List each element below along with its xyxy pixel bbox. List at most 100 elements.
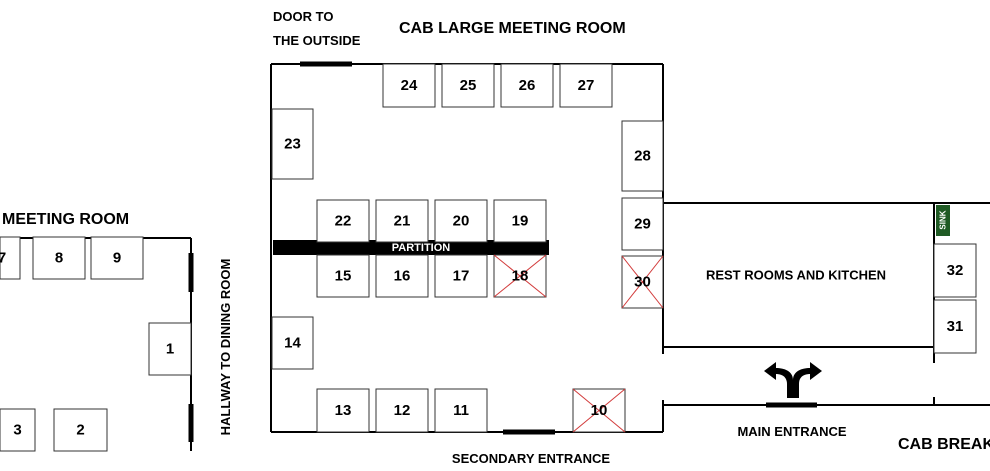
main-entrance-arrow-icon: [764, 362, 822, 398]
booth-17[interactable]: 17: [434, 254, 488, 298]
booth-8[interactable]: 8: [32, 236, 86, 280]
booth-box[interactable]: [434, 199, 488, 243]
sink: [936, 205, 950, 236]
partition-bar: [273, 240, 549, 255]
booth-12[interactable]: 12: [375, 388, 429, 433]
booth-box[interactable]: [434, 254, 488, 298]
left-meeting-room-title: MEETING ROOM: [2, 211, 129, 228]
booth-number: 14: [284, 335, 301, 352]
booth-20[interactable]: 20: [434, 199, 488, 243]
booth-13[interactable]: 13: [316, 388, 370, 433]
cab-break-label: CAB BREAK: [898, 436, 990, 453]
booth-number: 27: [578, 77, 595, 94]
door-outside-label-line2: THE OUTSIDE: [273, 33, 361, 48]
booth-number: 28: [634, 148, 651, 165]
booth-box[interactable]: [375, 199, 429, 243]
booth-box[interactable]: [500, 63, 554, 108]
booth-number: 21: [394, 213, 411, 230]
unavailable-x-mark: [572, 388, 626, 433]
booth-box[interactable]: [375, 388, 429, 433]
booth-box[interactable]: [382, 63, 436, 108]
unavailable-x-mark: [621, 255, 664, 309]
booth-28[interactable]: 28: [621, 120, 664, 192]
booth-9[interactable]: 9: [90, 236, 144, 280]
booth-number: 3: [13, 422, 21, 439]
door-outside-label-line1: DOOR TO: [273, 9, 333, 24]
booth-number: 1: [166, 341, 174, 358]
booth-number: 11: [453, 402, 469, 419]
booth-box[interactable]: [375, 254, 429, 298]
booth-number: 18: [512, 268, 529, 285]
booth-19[interactable]: 19: [493, 199, 547, 243]
booth-31[interactable]: 31: [933, 299, 977, 354]
booth-number: 10: [591, 402, 608, 419]
booth-box[interactable]: [493, 199, 547, 243]
booth-3[interactable]: 3: [0, 408, 36, 452]
booth-box[interactable]: [933, 243, 977, 298]
booth-1[interactable]: 1: [148, 322, 192, 376]
partition-label: PARTITION: [392, 242, 451, 254]
booth-box[interactable]: [316, 199, 370, 243]
booth-box[interactable]: [559, 63, 613, 108]
booth-box[interactable]: [148, 322, 192, 376]
booth-box[interactable]: [0, 408, 36, 452]
booth-box[interactable]: [316, 254, 370, 298]
booth-18[interactable]: 18: [493, 254, 547, 298]
booth-25[interactable]: 25: [441, 63, 495, 108]
booth-number: 30: [634, 274, 651, 291]
booth-number: 23: [284, 136, 301, 153]
booth-number: 2: [76, 422, 84, 439]
booth-21[interactable]: 21: [375, 199, 429, 243]
booth-number: 12: [394, 402, 411, 419]
booth-box[interactable]: [32, 236, 86, 280]
booth-number: 7: [0, 250, 6, 267]
booth-29[interactable]: 29: [621, 197, 664, 251]
booth-14[interactable]: 14: [271, 316, 314, 370]
booth-22[interactable]: 22: [316, 199, 370, 243]
booth-box[interactable]: [271, 108, 314, 180]
booth-11[interactable]: 11: [434, 388, 488, 433]
booth-2[interactable]: 2: [53, 408, 108, 452]
booth-box[interactable]: [0, 236, 21, 280]
booth-24[interactable]: 24: [382, 63, 436, 108]
secondary-entrance-label: SECONDARY ENTRANCE: [452, 451, 611, 466]
hallway-label: HALLWAY TO DINING ROOM: [218, 259, 233, 436]
booth-box[interactable]: [316, 388, 370, 433]
booth-number: 13: [335, 402, 352, 419]
booth-32[interactable]: 32: [933, 243, 977, 298]
booth-number: 24: [401, 77, 418, 94]
booth-26[interactable]: 26: [500, 63, 554, 108]
booth-number: 26: [519, 77, 536, 94]
booth-number: 25: [460, 77, 477, 94]
booth-23[interactable]: 23: [271, 108, 314, 180]
booth-number: 19: [512, 213, 529, 230]
sink-label: SINK: [939, 210, 948, 229]
booth-16[interactable]: 16: [375, 254, 429, 298]
booth-15[interactable]: 15: [316, 254, 370, 298]
main-entrance-label: MAIN ENTRANCE: [737, 424, 846, 439]
booth-number: 16: [394, 268, 411, 285]
booth-box[interactable]: [53, 408, 108, 452]
booth-number: 20: [453, 213, 470, 230]
booth-30[interactable]: 30: [621, 255, 664, 309]
booth-number: 31: [947, 318, 964, 335]
booth-number: 8: [55, 250, 63, 267]
booth-number: 29: [634, 216, 651, 233]
booth-10[interactable]: 10: [572, 388, 626, 433]
booth-box[interactable]: [271, 316, 314, 370]
booth-box[interactable]: [933, 299, 977, 354]
large-meeting-room-title: CAB LARGE MEETING ROOM: [399, 20, 626, 37]
booth-number: 22: [335, 213, 352, 230]
booth-box[interactable]: [434, 388, 488, 433]
booth-box[interactable]: [621, 197, 664, 251]
unavailable-x-mark: [493, 254, 547, 298]
booth-box[interactable]: [621, 120, 664, 192]
booth-number: 17: [453, 268, 470, 285]
booth-27[interactable]: 27: [559, 63, 613, 108]
booth-7[interactable]: 7: [0, 236, 21, 280]
booth-box[interactable]: [90, 236, 144, 280]
booth-box[interactable]: [441, 63, 495, 108]
rest-rooms-label: REST ROOMS AND KITCHEN: [706, 268, 886, 283]
